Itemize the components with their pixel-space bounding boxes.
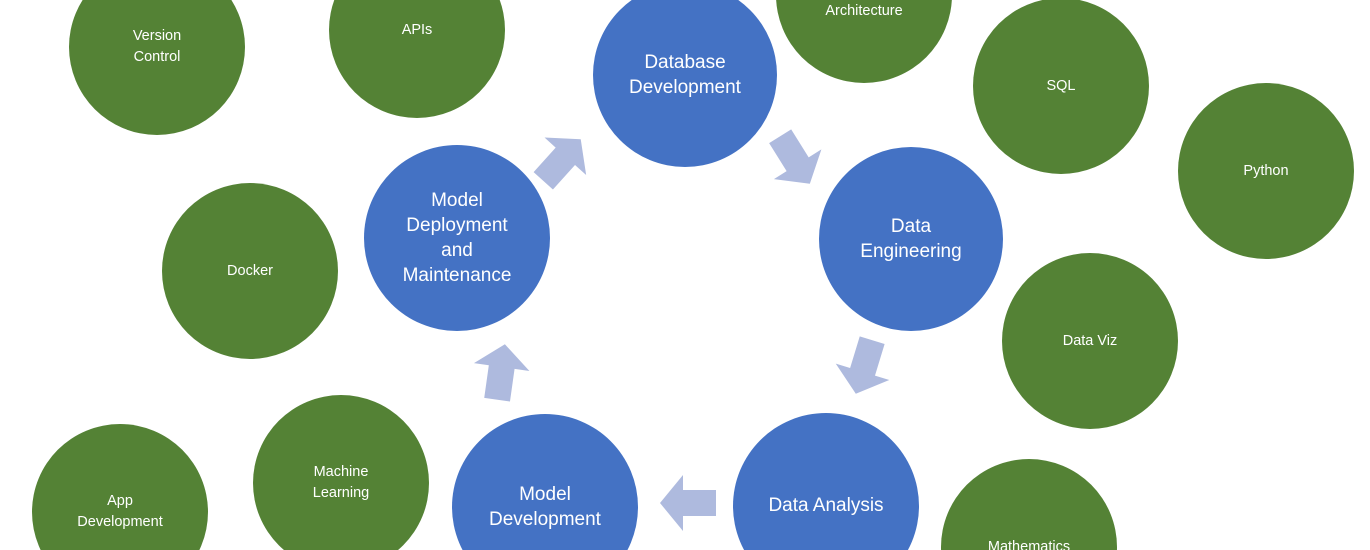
- skill-mathematics: Mathematics: [941, 459, 1117, 550]
- skill-label: Mathematics: [987, 538, 1071, 550]
- skill-machine-learning: Machine Learning: [253, 395, 429, 550]
- stage-label: Database Development: [629, 51, 741, 98]
- stage-model-development: Model Development: [452, 414, 638, 550]
- skill-sql: SQL: [973, 0, 1149, 174]
- block-arrow-icon: [473, 344, 530, 402]
- skill-label: Machine Learning: [312, 464, 370, 501]
- stage-label: Data Engineering: [860, 215, 962, 262]
- skill-python: Python: [1178, 83, 1354, 259]
- stage-data-engineering: Data Engineering: [819, 147, 1003, 331]
- skill-label: Data Viz: [1062, 332, 1118, 349]
- block-arrow-icon: [769, 129, 822, 184]
- block-arrow-icon: [533, 137, 587, 190]
- stage-data-analysis: Data Analysis: [733, 413, 919, 550]
- stage-model-deployment-and-maintenance: Model Deployment and Maintenance: [364, 145, 550, 331]
- stage-database-development: Database Development: [593, 0, 777, 167]
- arrow-engineering-to-analysis: [829, 332, 899, 402]
- skill-label: Version Control: [132, 28, 182, 65]
- skill-data-viz: Data Viz: [1002, 253, 1178, 429]
- skill-label: App Development: [77, 493, 163, 530]
- block-arrow-icon: [660, 475, 716, 531]
- skill-docker: Docker: [162, 183, 338, 359]
- stage-label: Model Deployment and Maintenance: [402, 189, 512, 287]
- stage-label: Model Development: [489, 483, 601, 530]
- block-arrow-icon: [835, 336, 890, 394]
- skill-version-control: Version Control: [69, 0, 245, 135]
- skill-label: SQL: [1046, 77, 1076, 94]
- skill-label: Architecture: [825, 3, 903, 19]
- skill-apis: APIs: [329, 0, 505, 118]
- arrow-database-to-engineering: [756, 121, 833, 198]
- skill-label: Docker: [227, 262, 273, 279]
- arrow-deployment-to-database: [522, 120, 601, 199]
- stage-label: Data Analysis: [768, 495, 884, 517]
- skill-app-development: App Development: [32, 424, 208, 550]
- arrow-analysis-to-model-development: [660, 475, 716, 531]
- arrow-model-development-to-deployment: [469, 340, 532, 403]
- skill-label: Python: [1243, 162, 1289, 179]
- skill-label: APIs: [401, 21, 433, 38]
- skill-architecture: Architecture: [776, 0, 952, 83]
